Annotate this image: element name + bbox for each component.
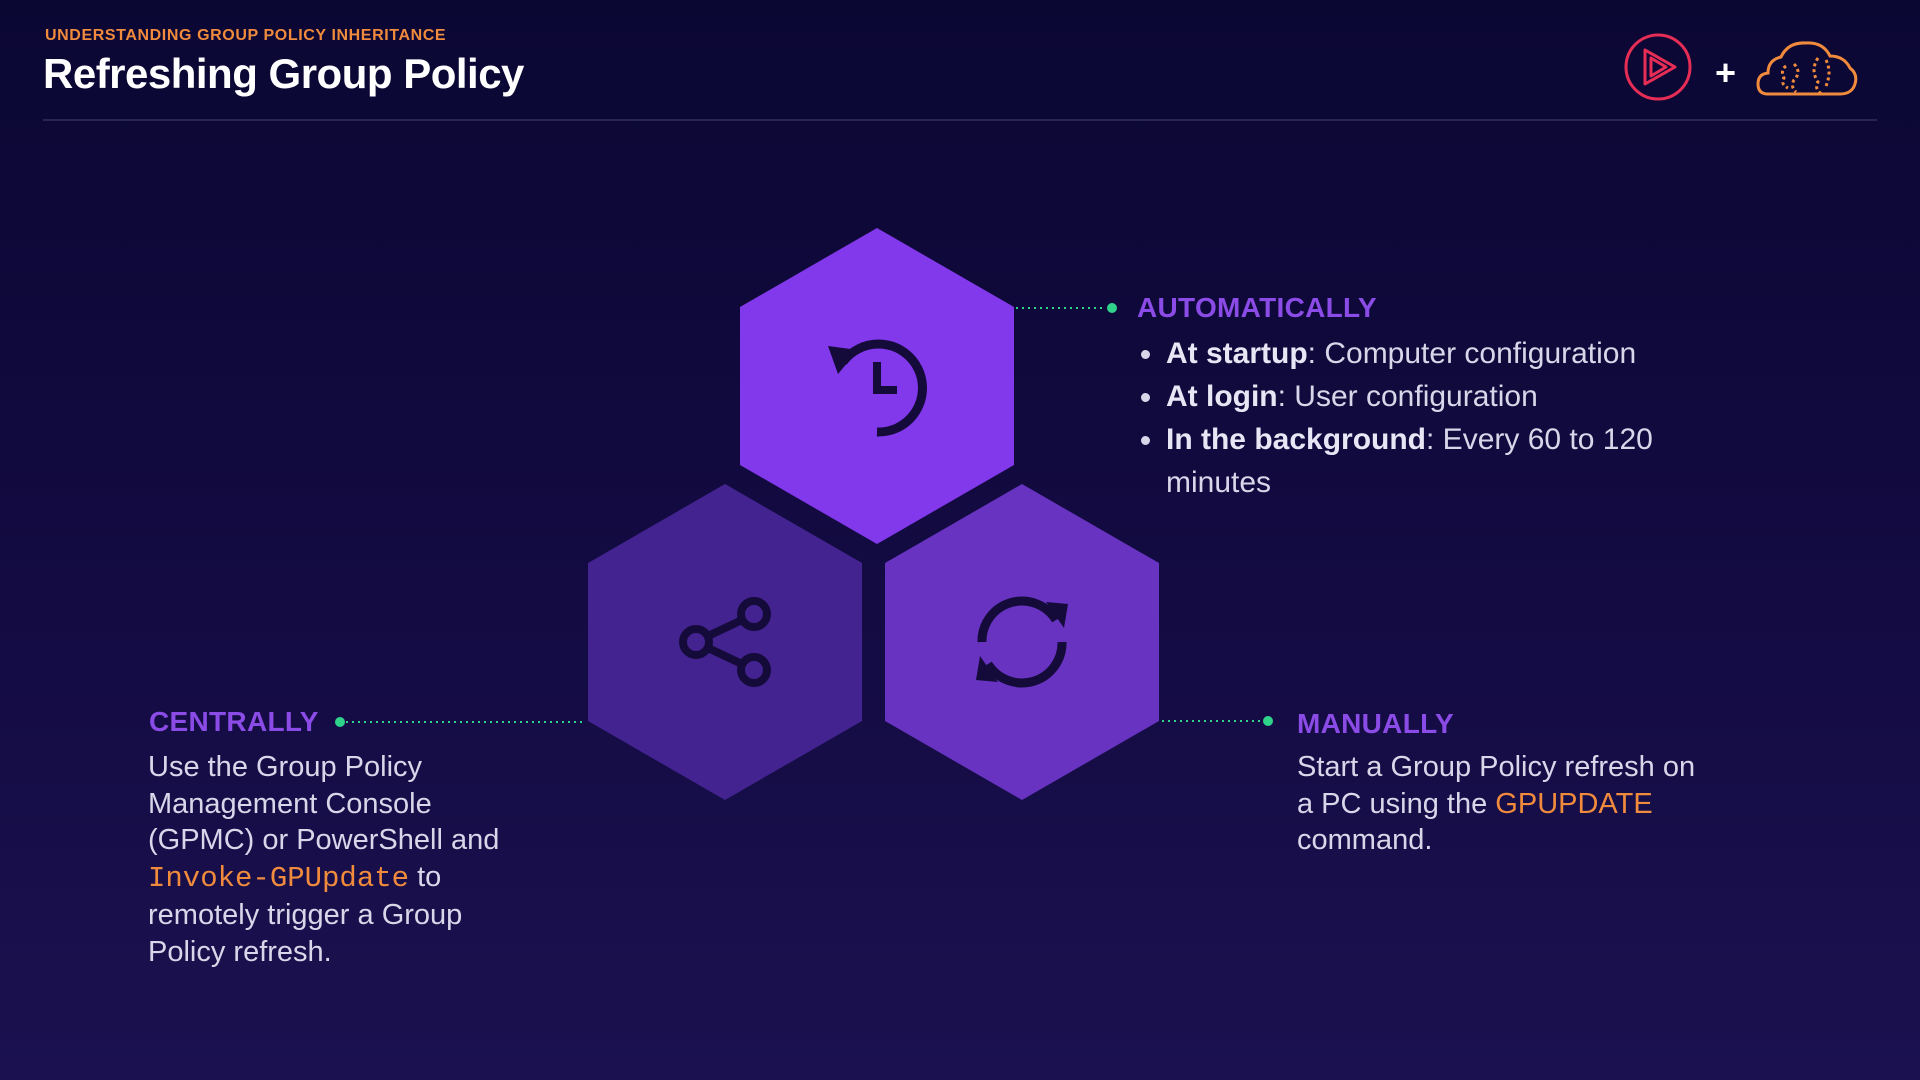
play-logo-icon [1624,33,1692,101]
connector-automatically [1016,303,1117,313]
manually-heading: MANUALLY [1297,708,1454,739]
gpupdate-command: GPUPDATE [1495,787,1653,820]
connector-centrally [335,717,584,727]
hexagon-manual [885,484,1159,800]
invoke-gpupdate-code: Invoke-GPUpdate [148,861,410,895]
list-item: At startup: Computer configuration [1138,332,1678,375]
centrally-description: Use the Group Policy Management Console … [148,751,500,968]
connector-manually [1162,716,1273,726]
list-item: In the background: Every 60 to 120 minut… [1138,418,1678,504]
page-title: Refreshing Group Policy [43,50,524,97]
refresh-icon [976,596,1068,688]
plus-sign: + [1715,52,1737,93]
list-item: At login: User configuration [1138,375,1678,418]
centrally-heading: CENTRALLY [149,706,319,737]
manually-description: Start a Group Policy refresh on a PC usi… [1297,751,1696,856]
automatically-heading: AUTOMATICALLY [1137,292,1377,323]
header-divider [43,119,1877,121]
hexagon-central [588,484,862,800]
history-icon [828,339,927,437]
section-eyebrow: UNDERSTANDING GROUP POLICY INHERITANCE [45,27,447,44]
cloud-brain-logo-icon [1756,41,1858,96]
share-icon [679,597,771,687]
brand-logos [1624,33,1858,101]
hexagon-automatic [740,228,1014,544]
automatically-list: At startup: Computer configuration At lo… [1138,332,1678,504]
